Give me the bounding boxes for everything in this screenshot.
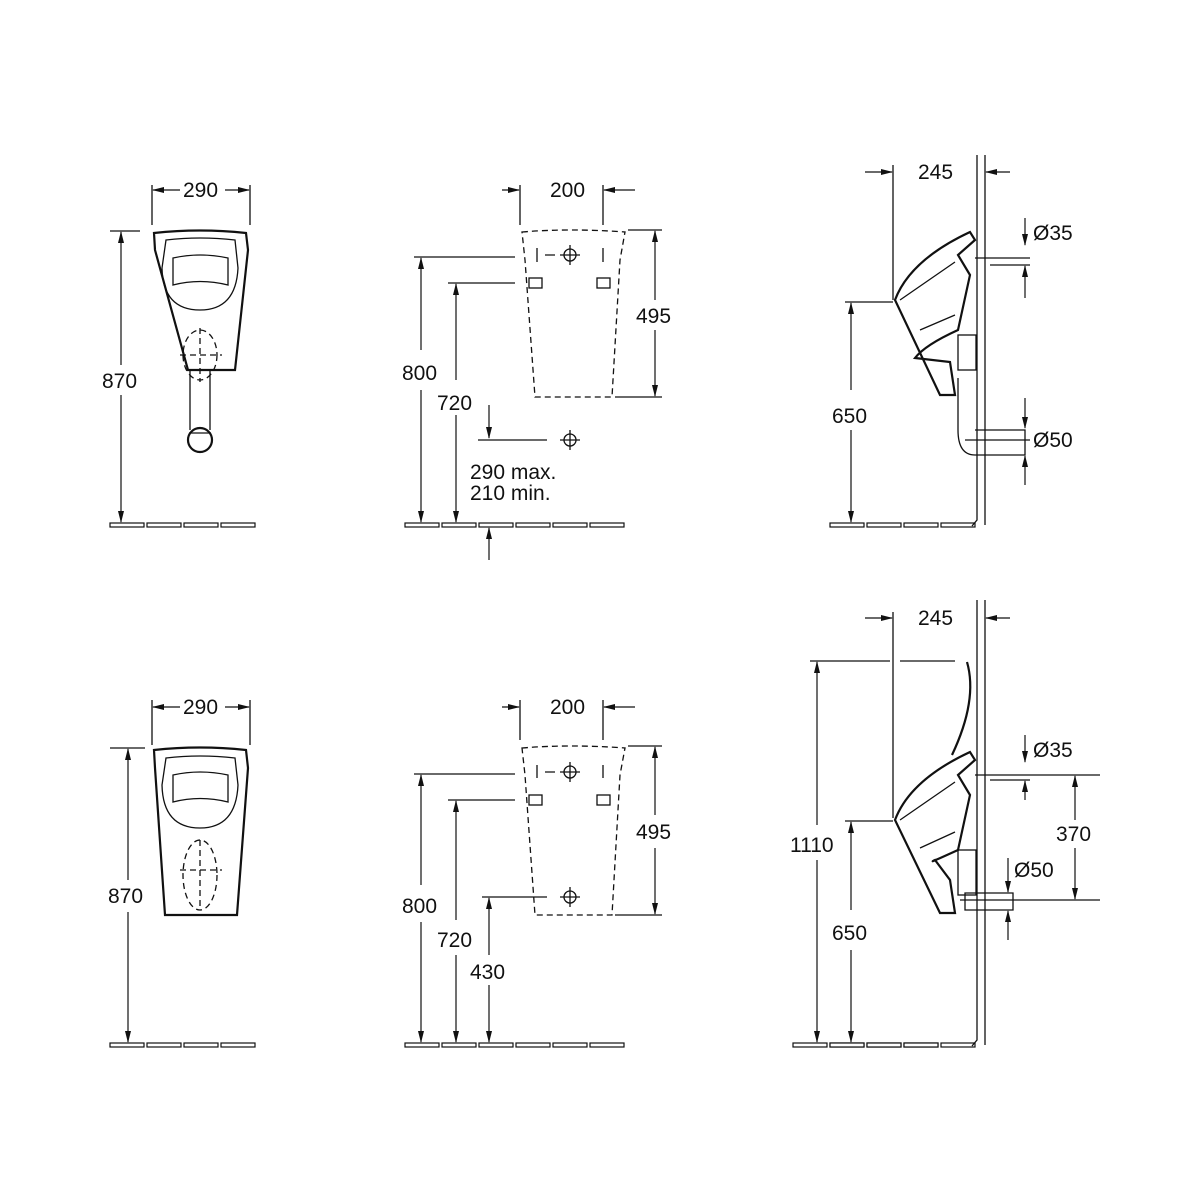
top-back-outlet-min: 210 min. xyxy=(470,482,551,505)
top-back-width: 200 xyxy=(550,179,585,202)
top-back-fixing-height: 720 xyxy=(437,392,472,415)
bottom-back-view: 200 495 800 720 430 xyxy=(402,696,671,1048)
top-back-view: 200 495 800 720 290 max. 210 min. xyxy=(402,179,671,560)
bottom-side-view: 245 Ø35 1110 370 Ø50 650 xyxy=(790,600,1100,1048)
top-side-view: 245 Ø35 650 Ø50 xyxy=(829,155,1073,528)
bottom-back-inlet-height: 800 xyxy=(402,895,437,918)
bottom-side-rim-height: 650 xyxy=(832,922,867,945)
bottom-back-outlet-height: 430 xyxy=(470,961,505,984)
bottom-side-depth: 245 xyxy=(918,607,953,630)
top-back-inlet-height: 800 xyxy=(402,362,437,385)
bottom-front-height: 870 xyxy=(108,885,143,908)
top-front-width: 290 xyxy=(183,179,218,202)
top-back-height: 495 xyxy=(636,305,671,328)
top-front-view: 290 870 xyxy=(102,179,256,528)
bottom-side-outlet-dia: Ø50 xyxy=(1014,859,1054,882)
top-back-outlet-max: 290 max. xyxy=(470,461,556,484)
top-side-rim-height: 650 xyxy=(832,405,867,428)
bottom-side-inlet-dia: Ø35 xyxy=(1033,739,1073,762)
bottom-front-view: 290 870 xyxy=(108,696,256,1048)
bottom-back-width: 200 xyxy=(550,696,585,719)
bottom-back-fixing-height: 720 xyxy=(437,929,472,952)
top-front-height: 870 xyxy=(102,370,137,393)
bottom-side-inlet-outlet-distance: 370 xyxy=(1056,823,1091,846)
top-side-outlet-dia: Ø50 xyxy=(1033,429,1073,452)
top-side-depth: 245 xyxy=(918,161,953,184)
bottom-side-total-height: 1110 xyxy=(790,834,834,857)
top-side-inlet-dia: Ø35 xyxy=(1033,222,1073,245)
bottom-front-width: 290 xyxy=(183,696,218,719)
bottom-back-height: 495 xyxy=(636,821,671,844)
